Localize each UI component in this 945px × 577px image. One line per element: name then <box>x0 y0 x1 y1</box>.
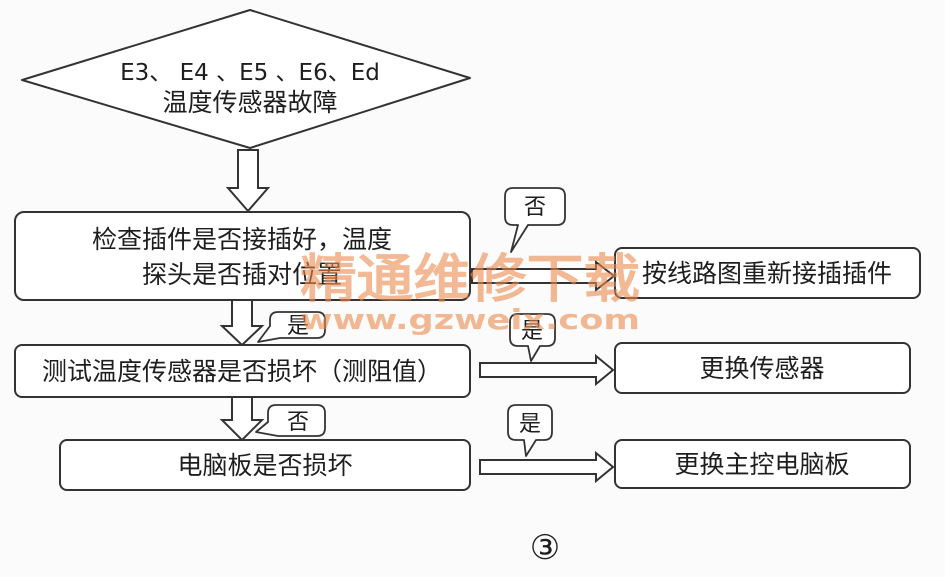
callout-yes-replace-board: 是 <box>507 404 553 457</box>
check-connectors-line1: 检查插件是否接插好，温度 <box>92 225 392 254</box>
replace-sensor-box <box>614 342 911 394</box>
replace-board-box <box>614 439 911 489</box>
figure-number: ③ <box>530 528 560 568</box>
start-diamond <box>21 9 471 149</box>
speech-bubble <box>504 187 566 253</box>
callout-yes-replace-sensor: 是 <box>509 313 556 362</box>
reconnect-box <box>614 247 921 299</box>
watermark: 精通维修下载 www.gzweix.com <box>300 250 640 336</box>
start-node-line2: 温度传感器故障 <box>162 88 337 117</box>
speech-bubble <box>509 313 556 362</box>
test-sensor-label: 测试温度传感器是否损坏（测阻值） <box>42 357 442 386</box>
replace-board-label: 更换主控电脑板 <box>674 450 849 479</box>
edge-label-yes: 是 <box>521 319 543 344</box>
test-sensor-node: 测试温度传感器是否损坏（测阻值） <box>14 344 471 398</box>
check-board-label: 电脑板是否损坏 <box>177 451 352 480</box>
right-arrow-test-to-replace-sensor <box>479 353 615 387</box>
replace-board-node: 更换主控电脑板 <box>614 439 911 489</box>
right-arrow-board-to-replace <box>479 450 615 484</box>
down-arrow-start-to-check <box>225 149 271 213</box>
edge-label-no: 否 <box>287 410 309 435</box>
check-connectors-node: 检查插件是否接插好，温度 探头是否插对位置 <box>14 211 471 301</box>
down-arrow-test-to-board <box>219 396 265 442</box>
down-arrow-check-to-test <box>219 299 265 347</box>
edge-label-no: 否 <box>524 195 546 220</box>
check-board-node: 电脑板是否损坏 <box>59 439 471 491</box>
right-arrow-check-to-reconnect <box>471 259 616 293</box>
watermark-url: www.gzweix.com <box>300 303 640 336</box>
callout-no-board: 否 <box>255 404 326 437</box>
replace-sensor-node: 更换传感器 <box>614 342 911 394</box>
reconnect-node: 按线路图重新接插插件 <box>614 247 921 299</box>
edge-label-yes: 是 <box>287 314 309 339</box>
callout-yes-test: 是 <box>257 311 326 343</box>
replace-sensor-label: 更换传感器 <box>699 354 824 383</box>
speech-bubble <box>257 311 326 343</box>
speech-bubble <box>507 404 553 457</box>
reconnect-label: 按线路图重新接插插件 <box>642 259 892 288</box>
watermark-brand: 精通维修下载 <box>300 250 640 310</box>
edge-label-yes: 是 <box>519 412 541 437</box>
start-node-line1: E3、 E4 、E5 、E6、Ed <box>120 60 380 86</box>
speech-bubble <box>255 404 326 437</box>
check-connectors-line2: 探头是否插对位置 <box>142 260 342 289</box>
check-board-box <box>59 439 471 491</box>
callout-no-reconnect: 否 <box>504 187 566 253</box>
start-node: E3、 E4 、E5 、E6、Ed 温度传感器故障 <box>21 9 471 149</box>
